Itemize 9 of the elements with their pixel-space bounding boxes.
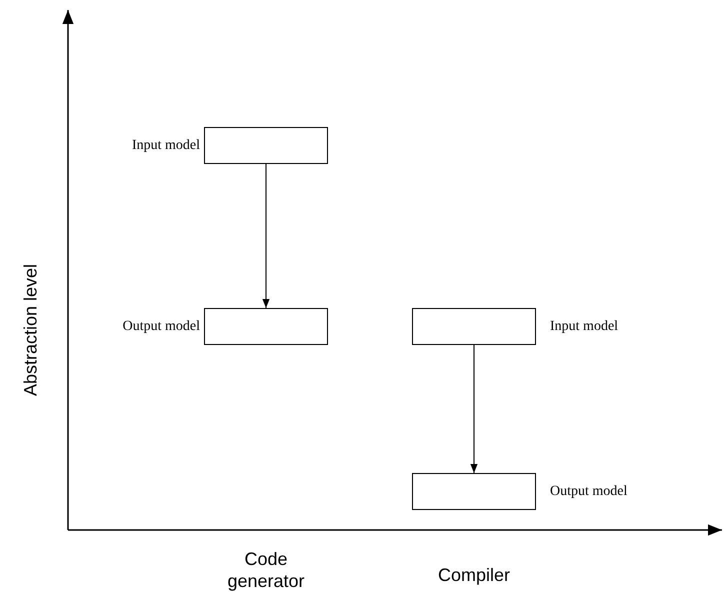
arrow bbox=[262, 164, 270, 308]
axis-label: Compiler bbox=[436, 564, 512, 586]
arrow bbox=[470, 344, 478, 474]
model-label: Input model bbox=[550, 318, 618, 334]
axis-title: Abstraction level bbox=[20, 264, 42, 396]
model-label: Output model bbox=[550, 484, 628, 500]
model-label: Input model bbox=[132, 138, 200, 154]
model-label: Output model bbox=[122, 318, 200, 334]
axis-label: Code generator bbox=[226, 548, 306, 592]
